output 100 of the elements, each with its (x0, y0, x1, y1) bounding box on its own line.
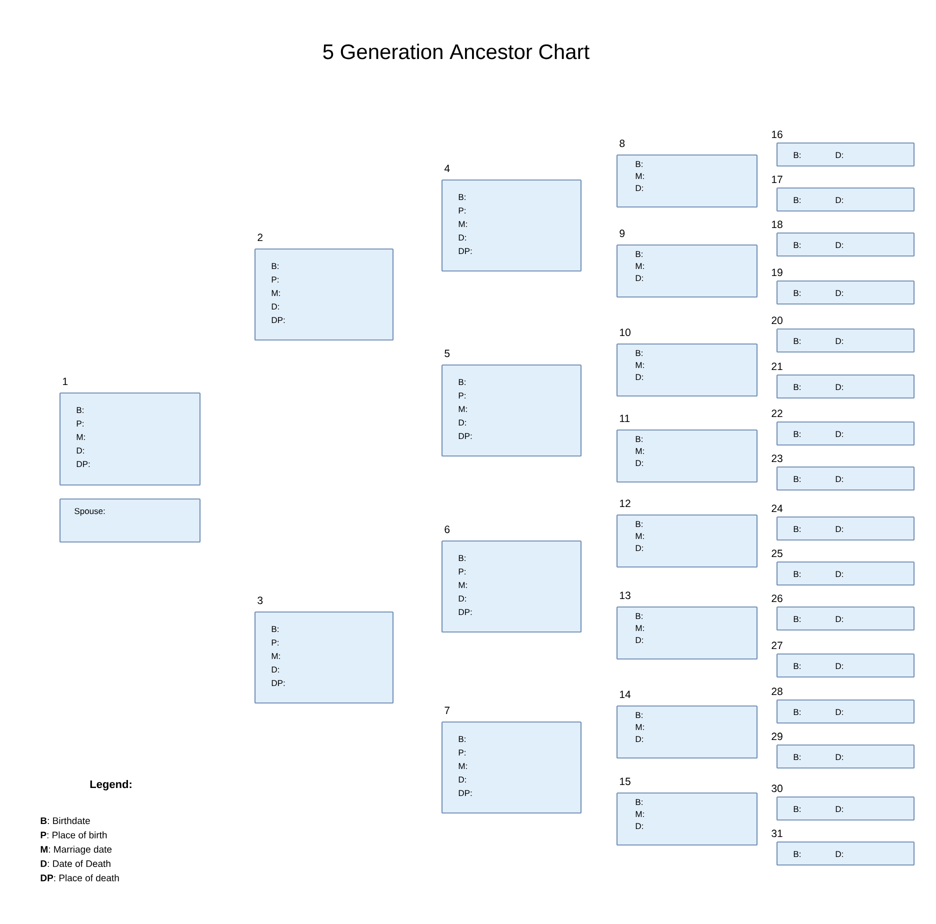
generation-number: 28 (772, 688, 782, 696)
generation-number: 22 (772, 410, 782, 417)
field-label: D: (636, 545, 643, 551)
field-label: D: (636, 823, 643, 829)
field-label: B: (636, 613, 642, 619)
field-label: P: (458, 392, 466, 398)
field-label: DP: (272, 317, 285, 323)
generation-number: 18 (772, 220, 782, 228)
generation-number: 29 (772, 732, 782, 740)
field-label: B: (794, 616, 800, 622)
field-label: B: (458, 194, 466, 200)
generation-number: 12 (620, 500, 630, 507)
generation-number: 13 (620, 592, 630, 600)
field-label: B: (794, 476, 800, 482)
legend-entry: M: Marriage date (40, 846, 112, 855)
legend-entry: D: Date of Death (40, 860, 110, 867)
field-label: B: (794, 709, 800, 715)
generation-number: 8 (620, 140, 625, 148)
field-label: D: (836, 476, 843, 482)
field-label: M: (636, 362, 644, 368)
field-label: DP: (272, 680, 285, 686)
field-label: B: (794, 526, 800, 532)
field-label: P: (272, 640, 278, 646)
field-label: D: (836, 851, 843, 857)
generation-number: 3 (258, 596, 263, 604)
field-label: P: (458, 750, 466, 756)
field-label: DP: (458, 790, 472, 796)
field-label: B: (272, 626, 278, 632)
field-label: D: (836, 754, 843, 760)
field-label: M: (458, 582, 467, 588)
field-label: D: (636, 185, 643, 191)
generation-number: 17 (772, 176, 782, 183)
field-label: M: (636, 263, 644, 269)
field-label: D: (458, 234, 466, 240)
field-label: B: (794, 242, 800, 248)
field-label: B: (794, 754, 800, 760)
field-label: B: (636, 350, 642, 356)
legend-entry: P: Place of birth (40, 831, 107, 838)
field-label: D: (636, 736, 643, 742)
field-label: B: (794, 571, 800, 577)
field-label: M: (458, 221, 467, 227)
generation-number: 30 (772, 784, 782, 792)
field-label: B: (794, 663, 800, 669)
field-label: B: (794, 290, 800, 296)
field-label: M: (636, 811, 644, 817)
field-label: P: (272, 276, 278, 282)
field-label: M: (458, 406, 467, 412)
generation-number: 21 (772, 362, 782, 370)
field-label: P: (76, 420, 84, 426)
generation-number: 10 (620, 328, 630, 336)
field-label: D: (76, 448, 84, 454)
field-label: D: (836, 242, 843, 248)
field-label: D: (636, 275, 643, 281)
field-label: M: (76, 434, 85, 440)
field-label: D: (836, 663, 843, 669)
generation-number: 16 (772, 130, 782, 138)
field-label: B: (636, 712, 642, 718)
field-label: B: (794, 384, 800, 390)
field-label: D: (836, 384, 843, 390)
field-label: D: (836, 709, 843, 715)
field-label: DP: (76, 461, 90, 467)
generation-number: 31 (772, 830, 782, 838)
field-label: DP: (458, 248, 472, 254)
field-label: D: (836, 431, 843, 437)
generation-number: 9 (620, 230, 625, 238)
field-label: M: (272, 653, 280, 659)
field-label: P: (458, 568, 466, 574)
field-label: D: (836, 152, 843, 158)
field-label: DP: (458, 433, 472, 439)
field-label: P: (458, 208, 466, 214)
field-label: M: (636, 173, 644, 179)
field-label: D: (836, 197, 843, 203)
field-label: D: (636, 637, 643, 643)
generation-number: 26 (772, 594, 782, 602)
generation-number: 27 (772, 642, 782, 649)
generation-number: 11 (620, 414, 630, 422)
field-label: B: (272, 263, 278, 269)
field-label: B: (794, 152, 800, 158)
generation-number: 23 (772, 454, 782, 462)
field-label: B: (794, 338, 800, 344)
generation-number: 15 (620, 778, 630, 786)
chart-title: 5 Generation Ancestor Chart (323, 44, 590, 60)
generation-number: 1 (63, 378, 68, 385)
field-label: D: (836, 806, 843, 812)
field-label: D: (836, 290, 843, 296)
field-label: M: (636, 625, 644, 631)
generation-number: 20 (772, 316, 782, 324)
field-label: M: (636, 448, 644, 454)
legend-entry: DP: Place of death (40, 874, 119, 882)
field-label: M: (636, 533, 644, 539)
generation-number: 24 (772, 504, 783, 512)
field-label: B: (458, 379, 466, 385)
field-label: B: (458, 736, 466, 742)
field-label: D: (636, 374, 643, 380)
field-label: D: (458, 596, 466, 602)
generation-number: 6 (444, 526, 450, 534)
field-label: B: (636, 161, 642, 167)
field-label: B: (636, 521, 642, 527)
generation-number: 19 (772, 268, 782, 276)
field-label: D: (836, 616, 843, 622)
